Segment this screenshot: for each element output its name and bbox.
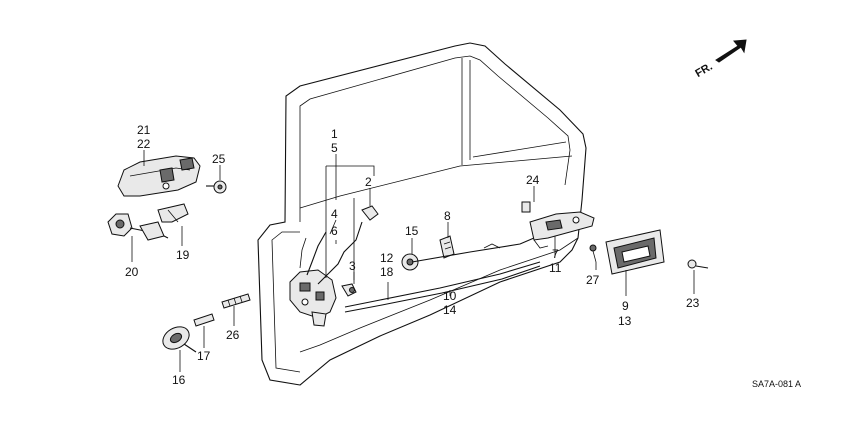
bolt-part-26 [221,293,251,309]
callout-6: 6 [331,224,338,238]
callout-18: 18 [380,265,394,279]
callout-19: 19 [176,248,190,262]
rod-clip-part-2 [361,205,379,221]
inner-handle-escutcheon [605,229,665,275]
knob-part-15 [401,253,419,271]
screw-part-23 [687,259,709,269]
callout-3: 3 [349,259,356,273]
outer-handle [529,211,595,249]
screw-part-27 [589,244,597,263]
callout-14: 14 [443,303,457,317]
callout-1: 1 [331,127,338,141]
leader-lines [131,150,695,372]
callout-2: 2 [365,175,372,189]
screw-part-17 [193,313,215,327]
callout-27: 27 [586,273,600,287]
callout-9: 9 [622,299,629,313]
callout-26: 26 [226,328,240,342]
clip-part-24 [521,201,531,213]
front-direction-arrow: FR. [693,39,747,80]
door-outline [257,42,587,386]
callout-24: 24 [526,173,540,187]
callout-4: 4 [331,207,338,221]
door-rods [299,221,363,297]
bezel-part-8 [439,235,455,259]
callout-16: 16 [172,373,186,387]
callout-25: 25 [212,152,226,166]
door-lock-assembly [289,269,337,327]
callout-8: 8 [444,209,451,223]
lock-cylinder-part-20 [107,213,169,241]
seal-pad-part-16 [162,326,197,353]
long-rods [344,237,541,313]
callout-7: 7 [552,247,559,261]
grommet-part-25 [206,180,227,194]
callout-17: 17 [197,349,211,363]
front-direction-label: FR. [693,61,714,80]
callout-10: 10 [443,289,457,303]
callout-5: 5 [331,141,338,155]
retainer-part-19 [157,203,189,223]
callout-22: 22 [137,137,151,151]
callout-23: 23 [686,296,700,310]
callout-11: 11 [549,261,562,275]
callout-12: 12 [380,251,394,265]
callout-numbers: 1 5 2 4 6 3 12 18 15 8 10 14 24 7 11 27 … [125,123,700,387]
callout-13: 13 [618,314,632,328]
diagram-code: SA7A-081 A [752,379,801,389]
callout-15: 15 [405,224,419,238]
callout-21: 21 [137,123,151,137]
callout-20: 20 [125,265,139,279]
inner-handle-assembly [117,155,201,197]
